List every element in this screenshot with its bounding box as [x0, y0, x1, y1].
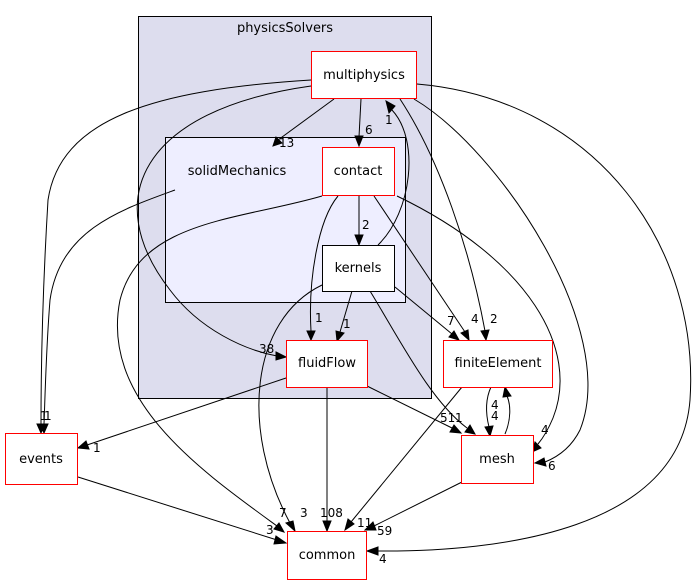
node-kernels-label: kernels [335, 261, 382, 276]
node-contact-label: contact [334, 164, 383, 179]
edge-multiphysics-mesh: 6 [413, 98, 589, 473]
edge-multiphysics-contact: 6 [354, 98, 373, 148]
edge-label: 4 [491, 409, 499, 423]
edge-multiphysics-fluidflow: 38 [136, 85, 312, 361]
edge-label: 1 [315, 311, 323, 325]
node-kernels[interactable]: kernels [322, 245, 395, 292]
node-multiphysics-label: multiphysics [323, 68, 405, 83]
node-mesh[interactable]: mesh [461, 435, 534, 484]
edge-kernels-fluidflow: 1 [335, 290, 353, 343]
edge-finiteelement-common: 11 [344, 386, 463, 532]
edge-label: 6 [548, 459, 556, 473]
edge-label: 59 [377, 524, 392, 538]
cluster-solid-mechanics-label: solidMechanics [188, 164, 287, 179]
edge-label: 1 [93, 441, 101, 455]
edge-label: 108 [320, 506, 343, 520]
edge-label: 38 [259, 342, 274, 356]
edge-multiphysics-common: 4 [365, 83, 692, 566]
edge-label: 2 [490, 312, 498, 326]
edge-solidmechanics-events: 1 [39, 189, 176, 435]
node-multiphysics[interactable]: multiphysics [311, 51, 417, 99]
edge-label: 6 [365, 123, 373, 137]
edge-kernels-multiphysics: 1 [377, 100, 410, 246]
edge-contact-fluidflow: 1 [306, 195, 339, 342]
node-mesh-label: mesh [479, 452, 515, 467]
node-events[interactable]: events [5, 433, 78, 485]
edge-label: 1 [455, 411, 463, 425]
edge-label: 2 [362, 218, 370, 232]
edge-label: 4 [471, 312, 479, 326]
edge-contact-finiteelement: 4 [373, 195, 479, 342]
node-fluidflow-label: fluidFlow [298, 356, 356, 371]
edge-label: 4 [491, 398, 499, 412]
edge-label: 1 [44, 409, 52, 423]
edge-label: 1 [385, 113, 393, 127]
node-events-label: events [19, 452, 63, 467]
node-finiteelement-label: finiteElement [455, 356, 542, 371]
edge-label: 4 [541, 423, 549, 437]
node-finiteelement[interactable]: finiteElement [443, 340, 553, 388]
edge-kernels-mesh: 1 [369, 290, 476, 435]
edge-mesh-finiteelement: 4 [491, 385, 512, 435]
edge-fluidflow-common: 108 [320, 387, 343, 533]
edge-mesh-common: 59 [363, 481, 463, 538]
edge-kernels-finiteelement: 7 [394, 286, 461, 341]
edge-label: 7 [447, 314, 455, 328]
edge-label: 7 [279, 506, 287, 520]
edge-multiphysics-finiteelement: 2 [399, 98, 498, 342]
edge-finiteelement-mesh: 4 [484, 386, 499, 438]
edge-label: 3 [266, 523, 274, 537]
node-contact[interactable]: contact [322, 147, 395, 196]
node-common[interactable]: common [287, 531, 367, 580]
edge-fluidflow-events: 1 [76, 377, 287, 455]
edge-label: 4 [379, 552, 387, 566]
edge-label: 1 [343, 317, 351, 331]
edge-contact-common: 7 [117, 195, 323, 533]
edge-contact-kernels: 2 [354, 196, 370, 247]
edge-label: 13 [279, 136, 294, 150]
edge-multiphysics-solidmechanics: 13 [272, 98, 335, 150]
edge-label: 51 [440, 411, 455, 425]
node-common-label: common [299, 548, 356, 563]
edge-events-common: 3 [77, 476, 288, 545]
edge-kernels-common: 3 [258, 284, 323, 533]
cluster-physics-solvers-label: physicsSolvers [237, 21, 333, 36]
node-fluidflow[interactable]: fluidFlow [286, 340, 368, 388]
edge-label: 3 [300, 506, 308, 520]
